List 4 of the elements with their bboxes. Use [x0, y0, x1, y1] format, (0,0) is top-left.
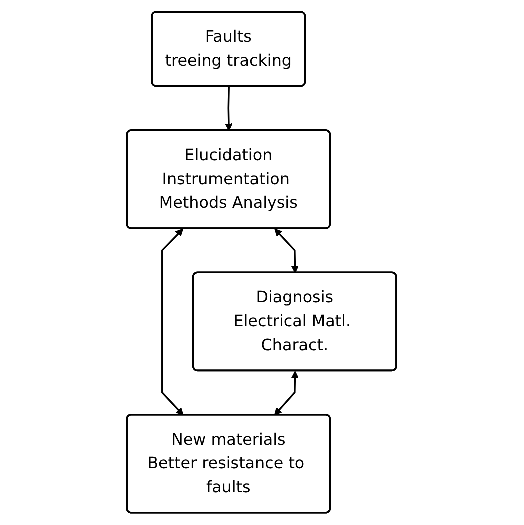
arrow — [225, 86, 234, 132]
arrow — [162, 228, 184, 416]
arrow — [274, 371, 300, 416]
arrow — [274, 228, 300, 274]
